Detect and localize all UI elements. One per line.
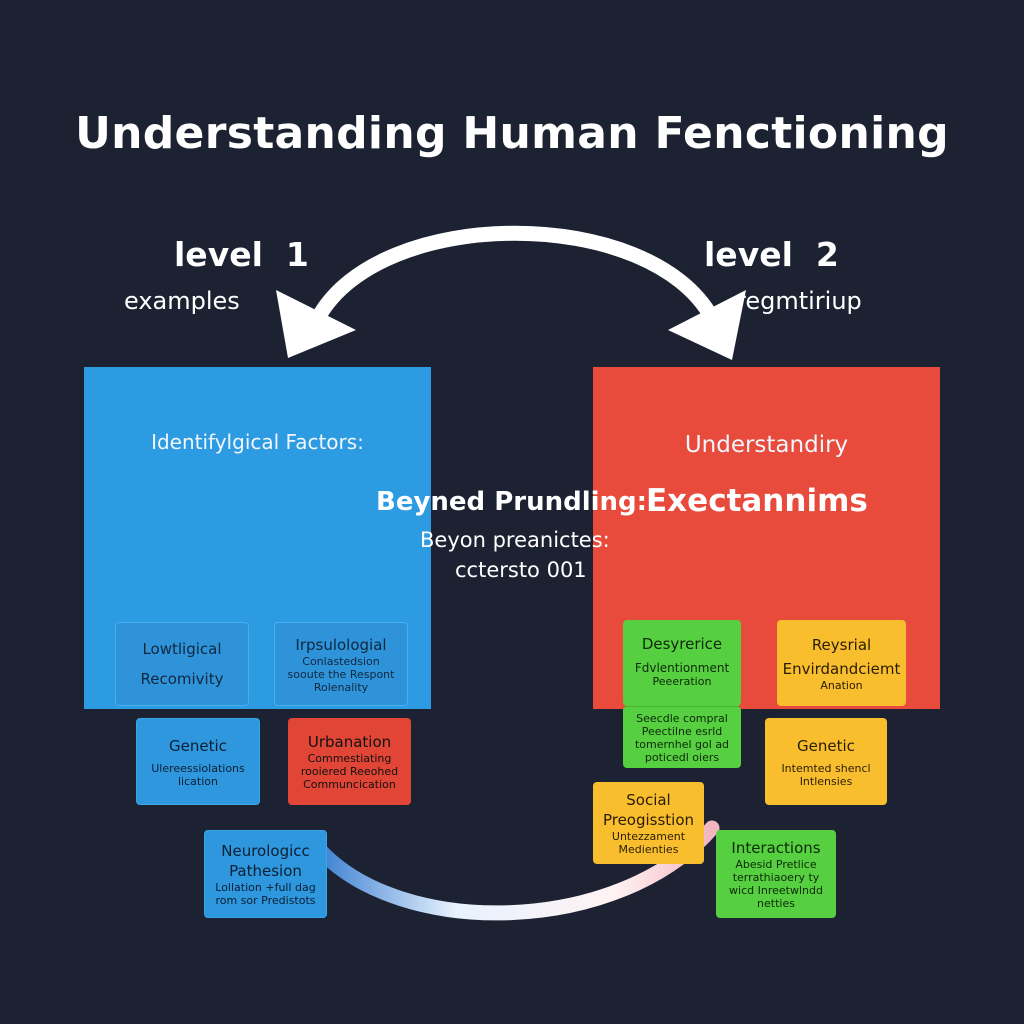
desyrerice-lower-desc: Seecdle compral Peectilne esrld tomernhe… bbox=[634, 711, 730, 764]
interactions-card: Interactions Abesid Pretlice terrathiaoe… bbox=[716, 830, 836, 918]
irpsulologial-desc: Conlastedsion sooute the Respont Rolenal… bbox=[287, 654, 395, 694]
neurologic-desc: Lollation +full dag rom sor Predistots bbox=[215, 881, 316, 907]
desyrerice-subtitle: Fdvlentionment bbox=[634, 661, 730, 675]
top-arc-arrow bbox=[310, 225, 720, 326]
left-panel-heading: Identifylgical Factors: bbox=[151, 430, 364, 454]
irpsulologial-card: Irpsulologial Conlastedsion sooute the R… bbox=[274, 622, 408, 706]
level-1-label: level 1 bbox=[174, 235, 309, 274]
reysrial-desc: Anation bbox=[820, 678, 863, 692]
lowtligical-card: Lowtligical Recomivity bbox=[115, 622, 249, 706]
genetic-right-desc: Intemted shencl Intlensies bbox=[781, 761, 871, 788]
diagram-title: Understanding Human Fenctioning bbox=[75, 108, 949, 159]
desyrerice-desc: Peeeration bbox=[652, 675, 712, 688]
desyrerice-lower-card: Seecdle compral Peectilne esrld tomernhe… bbox=[623, 706, 741, 768]
center-line-1: Beyon preanictes: bbox=[420, 528, 610, 552]
neurologic-card: Neurologicc Pathesion Lollation +full da… bbox=[204, 830, 327, 918]
lowtligical-title: Lowtligical bbox=[142, 640, 222, 658]
center-heading: Beyned Prundling: bbox=[376, 487, 648, 517]
right-arrowhead bbox=[668, 290, 746, 360]
desyrerice-title: Desyrerice bbox=[641, 635, 723, 653]
interactions-desc: Abesid Pretlice terrathiaoery ty wicd In… bbox=[729, 858, 823, 910]
social-desc: Untezzament Medienties bbox=[611, 830, 686, 856]
genetic-right-title: Genetic bbox=[797, 736, 855, 755]
center-line-2: cctersto 001 bbox=[455, 558, 587, 582]
level-2-sublabel: regmtiriup bbox=[736, 287, 862, 315]
right-panel-heading: Understandiry bbox=[684, 432, 849, 458]
level-2-label: level 2 bbox=[704, 235, 839, 274]
social-title: Social Preogisstion bbox=[602, 791, 695, 829]
social-card: Social Preogisstion Untezzament Medienti… bbox=[593, 782, 704, 864]
lowtligical-title-2: Recomivity bbox=[140, 670, 224, 688]
genetic-left-card: Genetic Ulereessiolations lication bbox=[136, 718, 260, 805]
reysrial-title: Reysrial bbox=[811, 635, 872, 654]
reysrial-card: Reysrial Envirdandciemt Anation bbox=[777, 620, 906, 706]
left-arrowhead bbox=[276, 290, 356, 358]
urbanation-card: Urbanation Commestiating rooiered Reeohe… bbox=[288, 718, 411, 805]
urbanation-desc: Commestiating rooiered Reeohed Communcic… bbox=[300, 752, 399, 791]
urbanation-title: Urbanation bbox=[307, 733, 392, 751]
bottom-arc bbox=[310, 820, 720, 921]
genetic-left-desc: Ulereessiolations lication bbox=[151, 761, 245, 788]
irpsulologial-title: Irpsulologial bbox=[295, 635, 387, 654]
neurologic-title: Neurologicc Pathesion bbox=[221, 842, 310, 880]
reysrial-subtitle: Envirdandciemt bbox=[782, 659, 901, 678]
genetic-right-card: Genetic Intemted shencl Intlensies bbox=[765, 718, 887, 805]
right-panel-heading-2: Exectannims bbox=[646, 483, 868, 519]
genetic-left-title: Genetic bbox=[169, 736, 227, 755]
level-1-sublabel: examples bbox=[124, 287, 240, 315]
interactions-title: Interactions bbox=[731, 839, 821, 857]
desyrerice-card: Desyrerice Fdvlentionment Peeeration bbox=[623, 620, 741, 706]
